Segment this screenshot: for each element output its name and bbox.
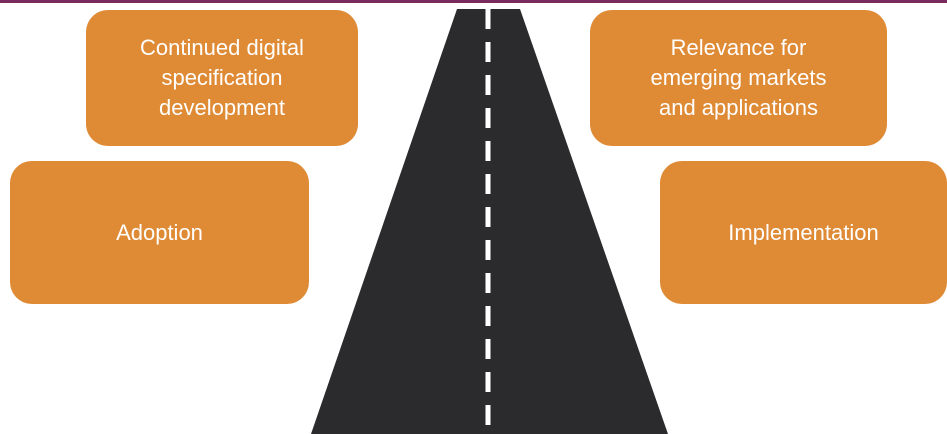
continued-digital-specification-box: Continued digital specification developm… bbox=[86, 10, 358, 146]
adoption-box: Adoption bbox=[10, 161, 309, 304]
top-accent-rule bbox=[0, 0, 947, 3]
implementation-box: Implementation bbox=[660, 161, 947, 304]
relevance-emerging-markets-box: Relevance for emerging markets and appli… bbox=[590, 10, 887, 146]
